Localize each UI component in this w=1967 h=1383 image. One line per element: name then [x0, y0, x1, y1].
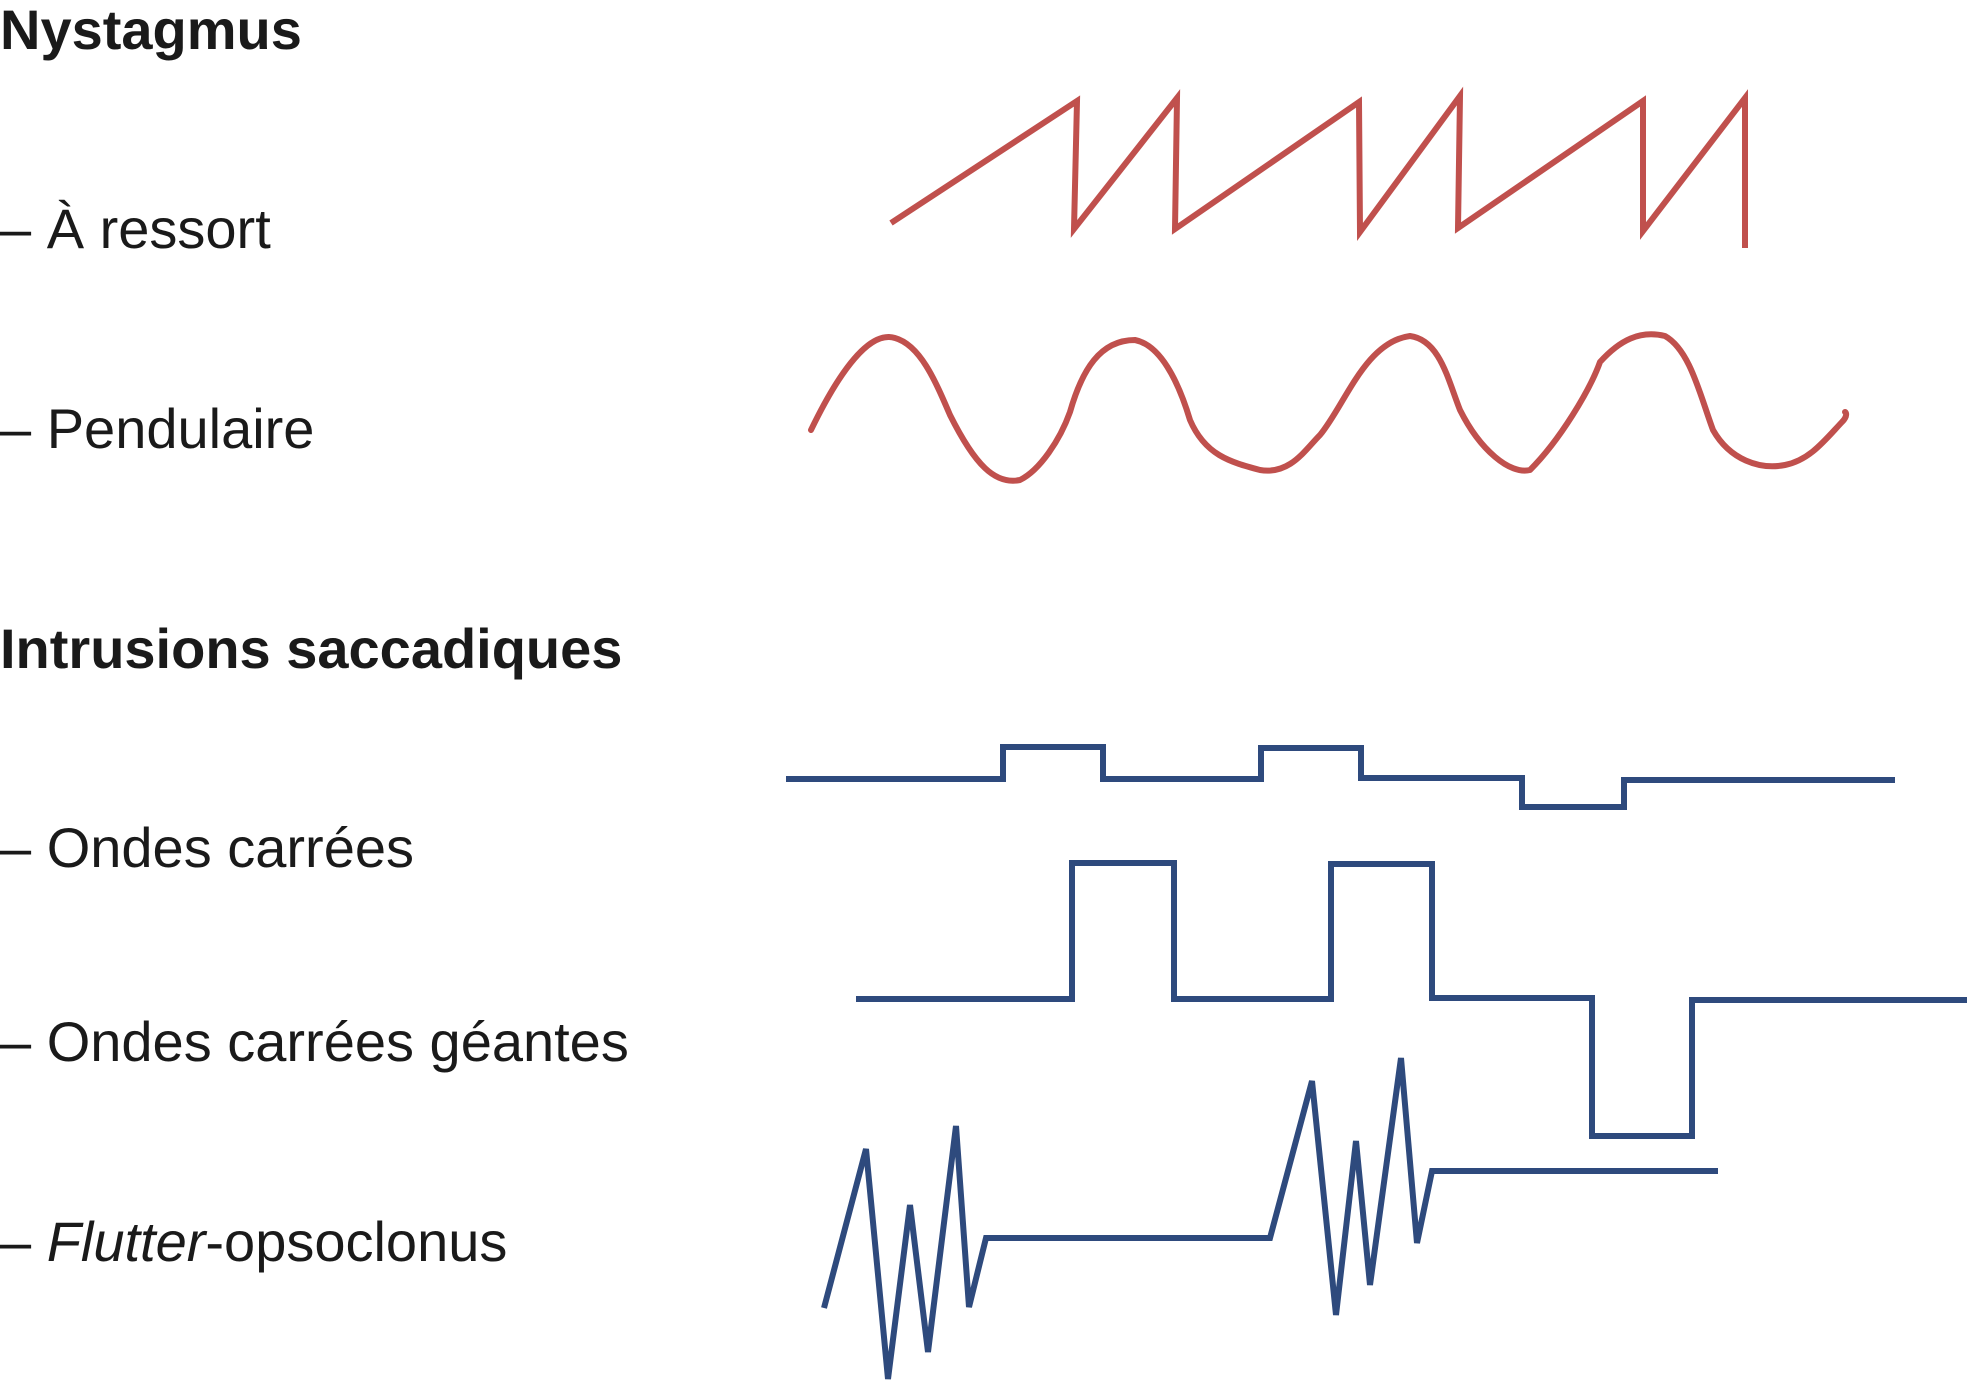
label-flutter-opsoclonus: – Flutter-opsoclonus — [0, 1214, 507, 1270]
label-dash: – — [0, 1010, 47, 1073]
label-italic-text: Flutter — [46, 1210, 206, 1273]
label-a-ressort: – À ressort — [0, 201, 271, 257]
intrusions-heading: Intrusions saccadiques — [0, 617, 623, 680]
label-ondes-carrees-geantes: – Ondes carrées géantes — [0, 1014, 629, 1070]
label-text: À ressort — [46, 197, 271, 260]
label-dash: – — [0, 816, 47, 879]
label-ondes-carrees: – Ondes carrées — [0, 820, 414, 876]
macro-square-wave-jerks-wave — [856, 860, 1967, 1139]
label-text: Pendulaire — [46, 397, 315, 460]
flutter-opsoclonus-wave — [821, 1057, 1718, 1380]
label-text: -opsoclonus — [205, 1210, 508, 1273]
label-text: Ondes carrées géantes — [46, 1010, 629, 1073]
label-dash: – — [0, 397, 47, 460]
label-dash: – — [0, 197, 47, 260]
square-wave-jerks-wave — [786, 744, 1895, 810]
jerk-nystagmus-wave — [889, 86, 1748, 248]
label-dash: – — [0, 1210, 47, 1273]
label-text: Ondes carrées — [46, 816, 414, 879]
nystagmus-heading: Nystagmus — [0, 0, 302, 61]
label-pendulaire: – Pendulaire — [0, 401, 314, 457]
pendular-nystagmus-wave — [808, 331, 1850, 484]
